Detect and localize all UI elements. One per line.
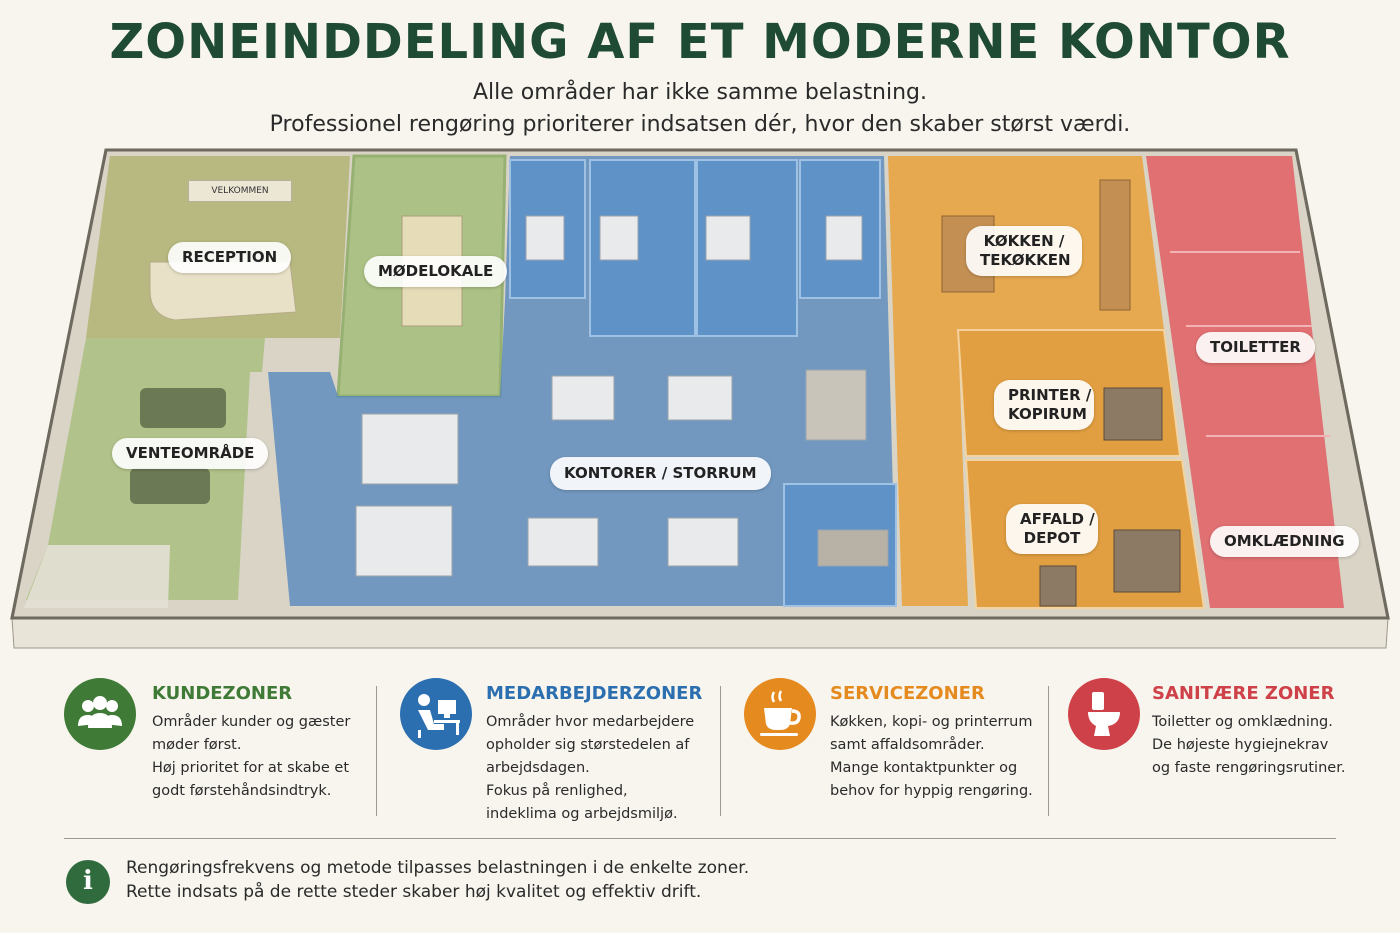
- room-label-toilets: TOILETTER: [1196, 332, 1315, 363]
- toilet-stalls: [1170, 251, 1330, 437]
- room-label-waiting-area: VENTEOMRÅDE: [112, 438, 269, 469]
- legend-line: Toiletter og omklædning.: [1152, 714, 1333, 730]
- legend-line: og faste rengøringsrutiner.: [1152, 760, 1346, 776]
- floor-plan-graphic: [10, 148, 1390, 649]
- reception-desk: [149, 261, 297, 321]
- room-label-kitchen: KØKKEN / TEKØKKEN: [966, 226, 1082, 276]
- entrance-room: [24, 545, 170, 608]
- room-label-kitchen-line-2: TEKØKKEN: [980, 251, 1071, 269]
- footer-note: Rengøringsfrekvens og metode tilpasses b…: [126, 856, 749, 904]
- legend-divider: [1048, 686, 1049, 816]
- outer-wall-front: [11, 617, 1389, 649]
- legend-divider: [720, 686, 721, 816]
- room-label-printer: PRINTER / KOPIRUM: [994, 380, 1094, 430]
- legend-text-customer: Områder kunder og gæster møder først. Hø…: [152, 711, 350, 803]
- legend-line: godt førstehåndsindtryk.: [152, 783, 332, 799]
- toilet-icon: [1068, 678, 1140, 750]
- footer-divider: [64, 838, 1336, 839]
- floor-plan: VELKOMMEN RECEPTION MØDELOKALE VENTEOMRÅ…: [10, 148, 1390, 649]
- legend-line: Mange kontaktpunkter og: [830, 760, 1018, 776]
- room-label-printer-line-1: PRINTER /: [1008, 386, 1092, 404]
- legend-line: De højeste hygiejnekrav: [1152, 737, 1329, 753]
- room-label-waste-line-2: DEPOT: [1023, 529, 1081, 547]
- legend-line: Køkken, kopi- og printerrum: [830, 714, 1033, 730]
- room-label-waste: AFFALD / DEPOT: [1006, 504, 1098, 554]
- info-icon: i: [66, 860, 110, 904]
- subtitle-line-1: Alle områder har ikke samme belastning.: [472, 80, 928, 105]
- welcome-sign: VELKOMMEN: [188, 180, 292, 202]
- sanitary-area: [1146, 156, 1344, 608]
- desk-worker-icon: [400, 678, 472, 750]
- legend-text-service: Køkken, kopi- og printerrum samt affalds…: [830, 711, 1033, 803]
- legend-title-service: SERVICEZONER: [830, 683, 985, 704]
- legend-line: samt affaldsområder.: [830, 737, 985, 753]
- legend-line: Områder kunder og gæster: [152, 714, 351, 730]
- footer-line-1: Rengøringsfrekvens og metode tilpasses b…: [126, 858, 750, 878]
- coffee-cup-icon: [744, 678, 816, 750]
- room-label-changing: OMKLÆDNING: [1210, 526, 1359, 557]
- room-label-waste-line-1: AFFALD /: [1020, 510, 1095, 528]
- legend-line: Områder hvor medarbejdere: [486, 714, 695, 730]
- legend-title-employee: MEDARBEJDERZONER: [486, 683, 703, 704]
- legend-line: Høj prioritet for at skabe et: [152, 760, 350, 776]
- legend-line: Fokus på renlighed,: [486, 783, 628, 799]
- legend-line: opholder sig størstedelen af: [486, 737, 690, 753]
- room-label-printer-line-2: KOPIRUM: [1008, 405, 1087, 423]
- page-title: ZONEINDDELING AF ET MODERNE KONTOR: [109, 14, 1291, 70]
- legend-line: behov for hyppig rengøring.: [830, 783, 1033, 799]
- footer-line-2: Rette indsats på de rette steder skaber …: [126, 882, 702, 902]
- legend-title-customer: KUNDEZONER: [152, 683, 293, 704]
- legend-divider: [376, 686, 377, 816]
- room-label-offices: KONTORER / STORRUM: [550, 457, 771, 490]
- legend-line: møder først.: [152, 737, 242, 753]
- desks: [355, 215, 889, 577]
- room-label-meeting-room: MØDELOKALE: [364, 256, 508, 287]
- sofa-top: [140, 388, 226, 428]
- legend-text-sanitary: Toiletter og omklædning. De højeste hygi…: [1152, 711, 1345, 780]
- legend-line: arbejdsdagen.: [486, 760, 590, 776]
- room-label-reception: RECEPTION: [168, 242, 292, 273]
- people-icon: [64, 678, 136, 750]
- legend-title-sanitary: SANITÆRE ZONER: [1152, 683, 1335, 704]
- subtitle-line-2: Professionel rengøring prioriterer indsa…: [269, 112, 1131, 137]
- legend-line: indeklima og arbejdsmiljø.: [486, 806, 678, 822]
- room-label-kitchen-line-1: KØKKEN /: [983, 232, 1065, 250]
- kitchen-furniture: [941, 179, 1131, 311]
- sofa-bottom: [130, 468, 210, 504]
- storage-boxes: [1039, 387, 1181, 607]
- legend-text-employee: Områder hvor medarbejdere opholder sig s…: [486, 711, 694, 826]
